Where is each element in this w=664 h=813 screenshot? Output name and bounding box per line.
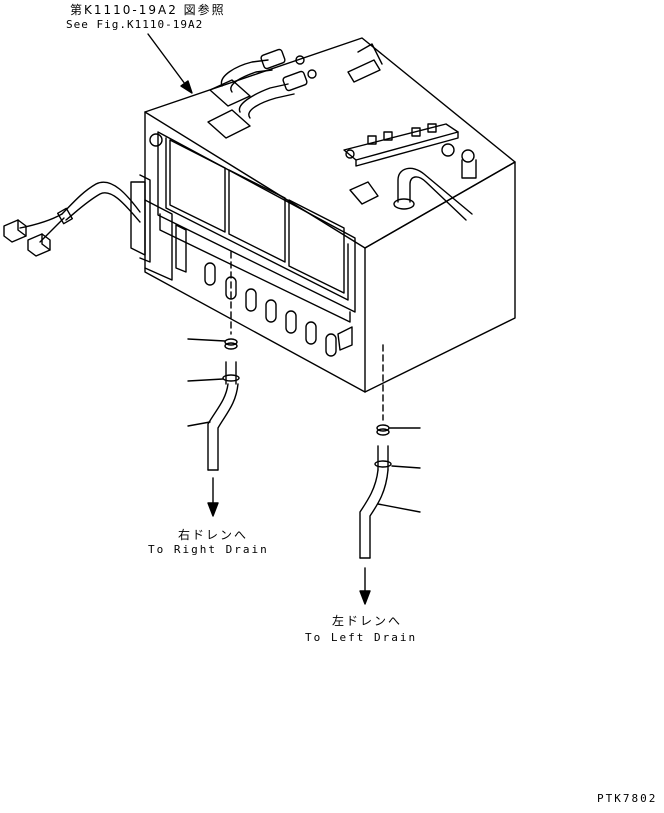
reference-label-jp: 第K1110-19A2 図参照 xyxy=(70,3,226,17)
air-conditioner-unit xyxy=(144,37,516,393)
front-louvers xyxy=(204,262,337,357)
front-grille xyxy=(157,131,356,323)
reference-leader-arrow xyxy=(147,33,193,94)
top-terminal-block xyxy=(343,123,477,221)
right-drain-assembly xyxy=(187,251,240,517)
drain-hose xyxy=(207,383,239,471)
drawing-code: PTK7802 xyxy=(597,792,658,805)
hose-clamp xyxy=(224,338,238,346)
left-drain-label-en: To Left Drain xyxy=(305,631,418,644)
connector-plugs xyxy=(3,219,51,257)
hose-clamp xyxy=(376,424,390,432)
wire-harness xyxy=(19,181,141,243)
left-drain-assembly xyxy=(359,344,421,605)
reference-label-en: See Fig.K1110-19A2 xyxy=(66,18,204,31)
drain-hose xyxy=(359,469,389,559)
left-drain-label-jp: 左ドレンへ xyxy=(332,614,403,628)
top-pipe-fittings xyxy=(207,43,383,139)
right-drain-label-jp: 右ドレンへ xyxy=(178,528,249,542)
right-drain-label-en: To Right Drain xyxy=(148,543,269,556)
side-bracket xyxy=(130,133,353,351)
